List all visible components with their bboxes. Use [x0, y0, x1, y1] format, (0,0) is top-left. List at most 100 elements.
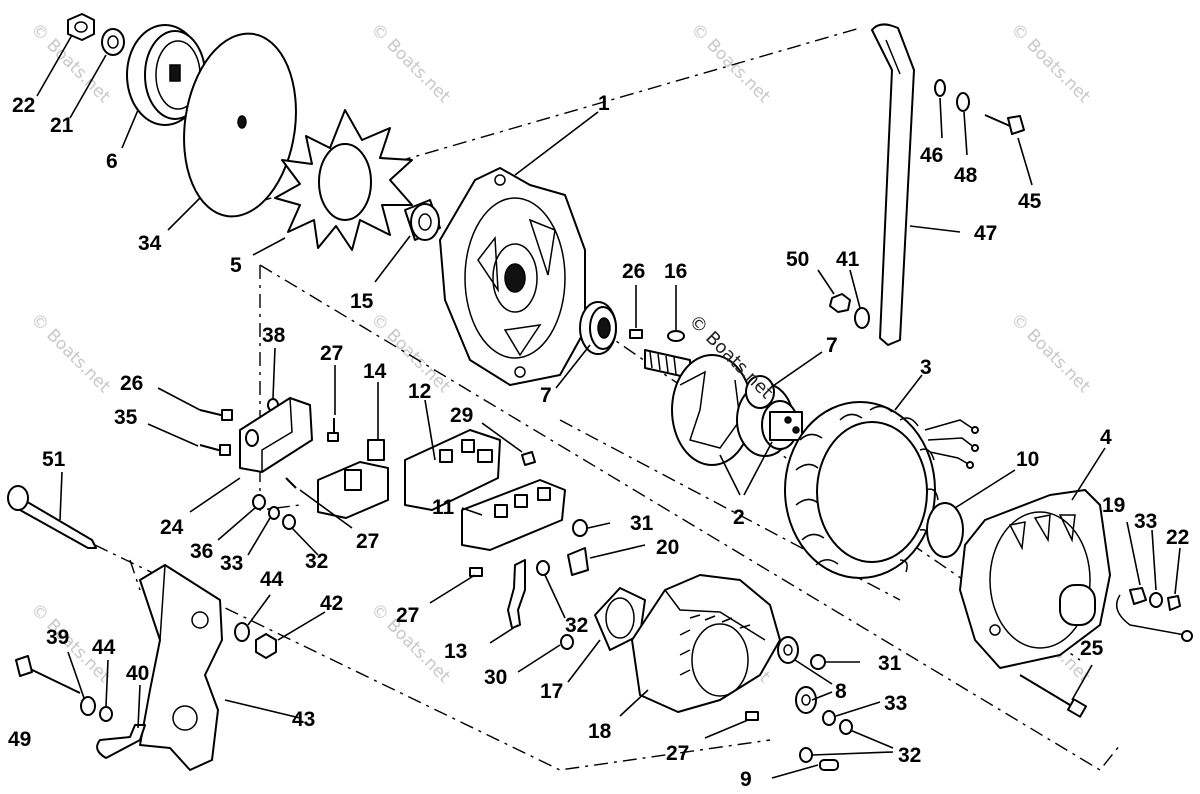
callout-49: 49 [8, 728, 31, 751]
callout-45: 45 [1018, 190, 1042, 213]
callout-29: 27 [666, 742, 689, 765]
callout-29: 27 [356, 530, 379, 553]
callout-13: 13 [444, 640, 467, 663]
washer-37 [252, 494, 266, 510]
screw-29-c [469, 567, 483, 577]
pin-9 [819, 759, 839, 771]
callout-41: 41 [836, 248, 860, 271]
key-16 [667, 330, 685, 342]
callout-51: 51 [42, 448, 66, 471]
washer-34-rear [1149, 592, 1163, 608]
callout-23: 22 [12, 94, 35, 117]
callout-2: 2 [733, 506, 745, 529]
callout-33: 30 [484, 666, 507, 689]
screw-27 [199, 409, 233, 421]
adjusting-strap-46 [871, 23, 915, 346]
washer-34-a [268, 506, 280, 520]
callout-22: 22 [1166, 526, 1189, 549]
washer-21 [101, 28, 125, 56]
mounting-bracket-43 [139, 564, 223, 771]
callout-30: 29 [450, 404, 473, 427]
callout-26: 26 [622, 260, 645, 283]
callout-17: 17 [540, 680, 563, 703]
bearing-7-rear [745, 375, 775, 409]
screw-29-a [327, 418, 339, 442]
callout-39: 39 [46, 626, 69, 649]
callout-32: 32 [898, 744, 921, 767]
clip-20 [567, 547, 589, 576]
callout-27: 26 [120, 372, 143, 395]
callout-labels: 22 21 6 34 5 15 1 7 26 16 7 2 3 4 10 47 … [8, 92, 1189, 791]
callout-20: 20 [656, 536, 679, 559]
callout-48: 48 [954, 164, 978, 187]
callout-34: 33 [884, 692, 907, 715]
front-housing-1 [439, 167, 586, 386]
watermark: © Boats.net [1006, 19, 1094, 107]
screw-22 [1167, 595, 1181, 611]
callout-7: 7 [540, 384, 552, 407]
callout-44: 44 [260, 568, 284, 591]
bushing-8-a [777, 636, 799, 664]
wire-lead-19 [1115, 587, 1193, 642]
callout-36: 35 [114, 406, 138, 429]
callout-1: 1 [598, 92, 610, 115]
callout-25: 25 [1080, 637, 1104, 660]
callout-43: 43 [292, 708, 315, 731]
callout-50: 50 [786, 248, 809, 271]
screw-36 [199, 444, 231, 456]
callout-34: 33 [220, 552, 243, 575]
gasket-17 [594, 587, 646, 651]
shield-disc-35 [183, 32, 297, 218]
callout-34: 33 [1134, 510, 1157, 533]
bolt-49 [15, 655, 81, 694]
callout-31: 31 [878, 652, 902, 675]
nut-32-a [282, 514, 296, 530]
callout-44: 44 [92, 636, 116, 659]
spacer-15 [404, 199, 441, 241]
callout-32: 32 [565, 614, 588, 637]
bearing-7-front [579, 301, 617, 355]
callout-47: 46 [920, 144, 943, 167]
nut-50 [829, 293, 851, 313]
callout-19: 19 [1102, 494, 1125, 517]
callout-46: 47 [974, 222, 997, 245]
terminal-block-14 [317, 439, 389, 519]
washer-34-b [822, 710, 836, 726]
callout-4: 4 [1100, 426, 1112, 449]
callout-29: 27 [320, 342, 343, 365]
washer-44-b [99, 706, 113, 722]
callout-8: 8 [835, 680, 847, 703]
rectifier-12 [404, 429, 501, 511]
screw-29-b [285, 477, 297, 489]
bolt-51 [7, 485, 97, 549]
callout-31: 31 [630, 512, 654, 535]
callout-6: 6 [106, 150, 118, 173]
parts-layer [7, 13, 1193, 771]
callout-24: 24 [160, 516, 184, 539]
nut-32-d [799, 747, 813, 763]
watermark: © Boats.net [686, 19, 774, 107]
fan-5 [274, 109, 413, 251]
callout-37: 36 [190, 540, 213, 563]
callout-35: 34 [138, 232, 162, 255]
nut-32-b [536, 560, 550, 576]
callout-7: 7 [826, 334, 838, 357]
screw-30 [521, 451, 536, 466]
callout-29: 27 [396, 604, 419, 627]
callout-21: 21 [50, 114, 74, 137]
bolt-45 [984, 114, 1025, 135]
rear-cover-18 [631, 574, 781, 713]
screw-29-d [745, 711, 759, 721]
callout-18: 18 [588, 720, 612, 743]
nut-33 [560, 634, 574, 650]
leader-lines [36, 34, 1181, 779]
bushing-8-b [795, 686, 817, 714]
callout-16: 16 [664, 260, 687, 283]
nut-42 [255, 633, 277, 659]
washer-47 [934, 79, 946, 97]
washer-39 [80, 696, 96, 716]
callout-32: 32 [305, 550, 328, 573]
strap-13 [507, 559, 526, 629]
callout-9: 9 [740, 768, 752, 791]
